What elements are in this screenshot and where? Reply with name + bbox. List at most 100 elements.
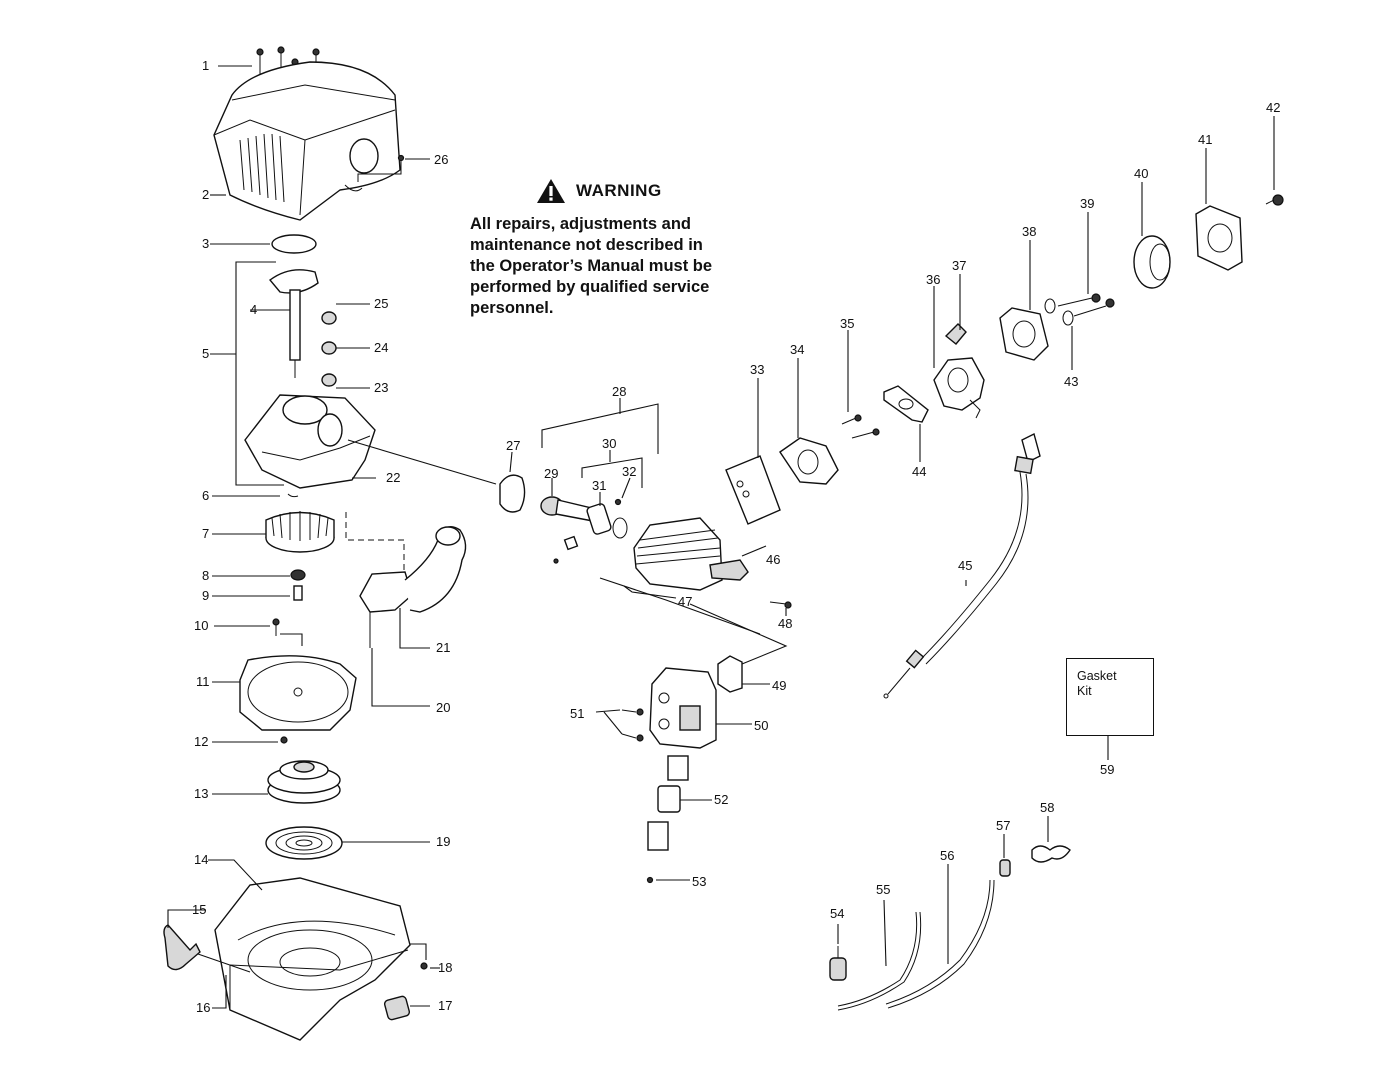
part-engine-cover-2: [210, 61, 401, 221]
callout-20: 20: [436, 700, 450, 715]
part-plate-11: [212, 655, 357, 731]
callout-29: 29: [544, 466, 558, 481]
part-intake-adapter-34: [779, 358, 839, 485]
callout-18: 18: [438, 960, 452, 975]
part-gasket-44: [883, 385, 929, 462]
part-gasket-33: [725, 378, 781, 525]
callout-25: 25: [374, 296, 388, 311]
warning-line: All repairs, adjustments and: [470, 215, 691, 233]
callout-5: 5: [202, 346, 209, 361]
callout-numbers: 1 2 3 4 5 6 7 8 9 10 11 12 13 14 15 16 1…: [192, 58, 1280, 1015]
callout-16: 16: [196, 1000, 210, 1015]
part-screws-39-43: [1044, 212, 1115, 370]
callout-4: 4: [250, 302, 257, 317]
warning-notice: WARNING All repairs, adjustments and mai…: [470, 178, 762, 319]
callout-8: 8: [202, 568, 209, 583]
warning-title: WARNING: [576, 181, 662, 200]
warning-heading: WARNING: [536, 178, 762, 204]
callout-7: 7: [202, 526, 209, 541]
gasket-kit-label: Gasket: [1077, 669, 1117, 683]
part-seal-3: [210, 234, 317, 254]
part-key-6: [212, 493, 299, 498]
part-spark-arrestor-52: [647, 755, 712, 851]
callout-19: 19: [436, 834, 450, 849]
part-screws-35: [841, 330, 880, 439]
part-crankcase-22: [244, 394, 497, 489]
callout-3: 3: [202, 236, 209, 251]
callout-39: 39: [1080, 196, 1094, 211]
callout-57: 57: [996, 818, 1010, 833]
part-air-filter-40: [1133, 182, 1171, 289]
callout-1: 1: [202, 58, 209, 73]
callout-48: 48: [778, 616, 792, 631]
part-spring-19: [265, 826, 430, 860]
callout-43: 43: [1064, 374, 1078, 389]
part-throttle-cable-45: [883, 432, 1041, 699]
warning-line: the Operator’s Manual must be: [470, 257, 713, 275]
callout-2: 2: [202, 187, 209, 202]
part-crankshaft-4: [250, 269, 319, 378]
callout-41: 41: [1198, 132, 1212, 147]
part-screws-51: [595, 708, 644, 742]
callout-38: 38: [1022, 224, 1036, 239]
callout-42: 42: [1266, 100, 1280, 115]
part-piston-31-32: [586, 477, 631, 539]
callout-32: 32: [622, 464, 636, 479]
warning-triangle-icon: [537, 179, 565, 203]
part-air-filter-housing-38: [999, 240, 1049, 361]
callout-9: 9: [202, 588, 209, 603]
part-filter-cover-41: [1195, 148, 1243, 271]
callout-56: 56: [940, 848, 954, 863]
warning-line: performed by qualified service: [470, 278, 710, 296]
callout-34: 34: [790, 342, 804, 357]
warning-body: All repairs, adjustments and maintenance…: [470, 214, 762, 319]
callout-26: 26: [434, 152, 448, 167]
callout-15: 15: [192, 902, 206, 917]
part-group-brackets-28-30: [541, 398, 659, 488]
callout-46: 46: [766, 552, 780, 567]
callout-54: 54: [830, 906, 844, 921]
part-nut-8-9: [212, 569, 306, 601]
part-screw-48: [769, 601, 792, 616]
part-screw-18: [410, 943, 440, 970]
callout-12: 12: [194, 734, 208, 749]
callout-36: 36: [926, 272, 940, 287]
callout-37: 37: [952, 258, 966, 273]
callout-44: 44: [912, 464, 926, 479]
callout-40: 40: [1134, 166, 1148, 181]
part-bearings-23-25: [321, 303, 370, 389]
part-pulley-13: [212, 760, 341, 804]
callout-49: 49: [772, 678, 786, 693]
callout-55: 55: [876, 882, 890, 897]
part-rope-16: [212, 975, 227, 1009]
callout-50: 50: [754, 718, 768, 733]
warning-line: personnel.: [470, 299, 554, 317]
part-clip-58: [1031, 816, 1071, 863]
part-grommet-17: [383, 995, 430, 1021]
part-flywheel-7: [212, 511, 335, 553]
part-knob-42: [1265, 116, 1284, 206]
callout-58: 58: [1040, 800, 1054, 815]
callout-33: 33: [750, 362, 764, 377]
callout-53: 53: [692, 874, 706, 889]
part-cylinder-47: [599, 517, 767, 635]
gasket-kit-label-2: Kit: [1077, 684, 1092, 698]
part-screw-26: [357, 154, 430, 182]
callout-24: 24: [374, 340, 388, 355]
callout-28: 28: [612, 384, 626, 399]
callout-51: 51: [570, 706, 584, 721]
part-carburetor-36: [933, 274, 985, 419]
gasket-kit-box: Gasket Kit: [1066, 658, 1154, 736]
callout-30: 30: [602, 436, 616, 451]
callout-59: 59: [1100, 762, 1114, 777]
callout-47: 47: [678, 594, 692, 609]
part-fuel-line-56: [885, 864, 995, 1009]
part-muffler-50: [649, 667, 752, 749]
warning-line: maintenance not described in: [470, 236, 703, 254]
part-fitting-57: [999, 834, 1011, 877]
callout-45: 45: [958, 558, 972, 573]
callout-14: 14: [194, 852, 208, 867]
callout-52: 52: [714, 792, 728, 807]
part-screw-12: [212, 736, 288, 744]
